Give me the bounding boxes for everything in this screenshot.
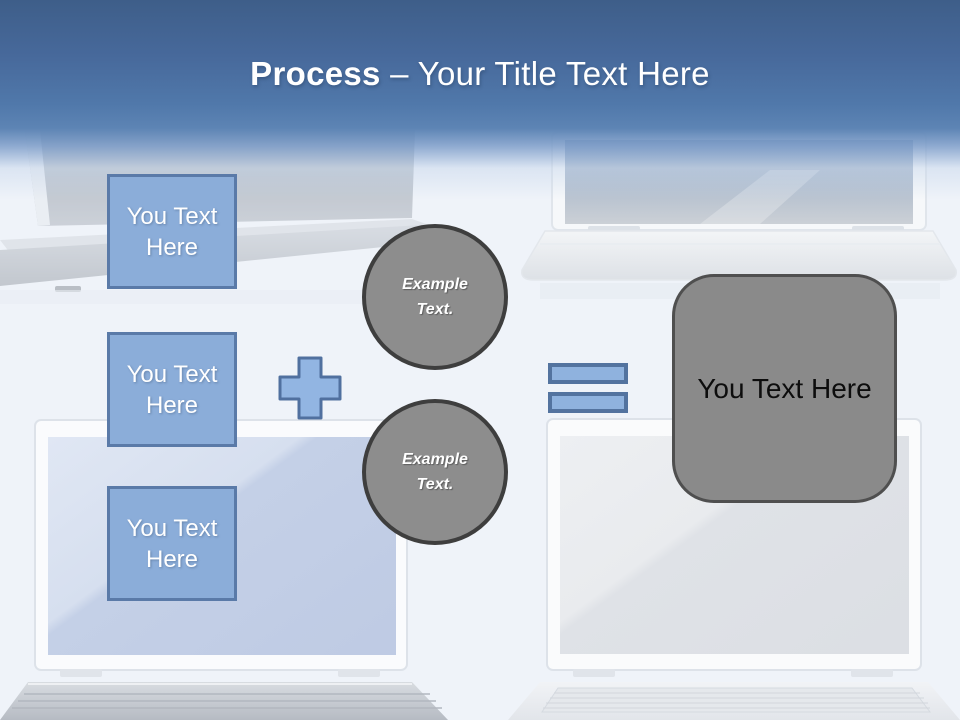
input-box-2-label: You Text Here bbox=[126, 360, 218, 419]
input-placeholder-box-1: You Text Here bbox=[107, 174, 237, 289]
example-circle-2-label: Example Text. bbox=[402, 451, 468, 493]
example-circle-2: Example Text. bbox=[362, 399, 508, 545]
input-placeholder-box-2: You Text Here bbox=[107, 332, 237, 447]
header-band bbox=[0, 0, 960, 200]
page-title-subtitle: – Your Title Text Here bbox=[380, 55, 710, 92]
plus-sign-shape bbox=[278, 356, 342, 420]
equals-sign-bar-top bbox=[548, 363, 628, 384]
example-circle-1-label: Example Text. bbox=[402, 276, 468, 318]
input-box-1-label: You Text Here bbox=[126, 202, 218, 261]
input-box-3-label: You Text Here bbox=[126, 514, 218, 573]
equals-sign-bar-bottom bbox=[548, 392, 628, 413]
page-title-keyword: Process bbox=[250, 55, 381, 92]
plus-sign-icon bbox=[277, 355, 343, 421]
page-title: Process – Your Title Text Here bbox=[0, 52, 960, 96]
example-circle-1: Example Text. bbox=[362, 224, 508, 370]
input-placeholder-box-3: You Text Here bbox=[107, 486, 237, 601]
result-placeholder-box: You Text Here bbox=[672, 274, 897, 503]
result-box-label: You Text Here bbox=[697, 372, 872, 404]
